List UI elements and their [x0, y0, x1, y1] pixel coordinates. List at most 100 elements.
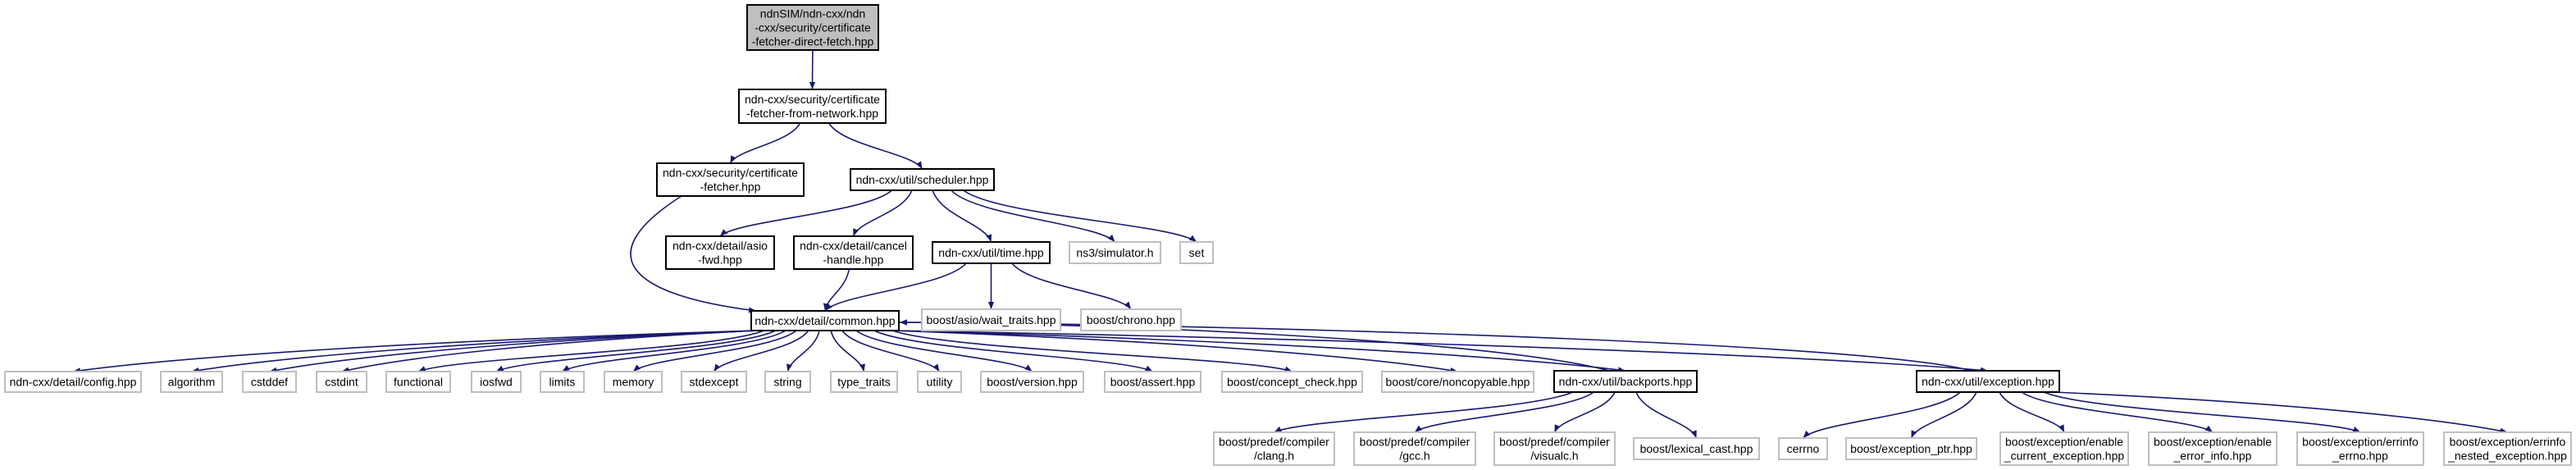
arrow-icon	[1999, 391, 2065, 433]
node-box	[1104, 371, 1201, 393]
arrow-icon	[417, 330, 764, 372]
node-fetcher[interactable]: ndn-cxx/security/certificate-fetcher.hpp	[656, 162, 805, 197]
arrow-icon	[951, 189, 1116, 243]
node-box	[385, 371, 451, 393]
node-time[interactable]: ndn-cxx/util/time.hpp	[932, 241, 1051, 264]
node-label-line: _error_info.hpp	[2173, 449, 2252, 463]
node-version: boost/version.hpp	[980, 371, 1084, 393]
node-label-line: set	[1189, 246, 1205, 259]
node-fromnet[interactable]: ndn-cxx/security/certificate-fetcher-fro…	[738, 89, 887, 124]
node-label-line: boost/exception/errinfo	[2450, 436, 2566, 449]
arrow-icon	[72, 330, 759, 374]
arrow-icon	[1011, 262, 1132, 310]
arrow-icon	[852, 189, 913, 237]
node-root[interactable]: ndnSIM/ndn-cxx/ndn-cxx/security/certific…	[746, 4, 879, 51]
node-box	[1080, 308, 1182, 331]
node-typetraits: type_traits	[830, 371, 898, 393]
edge-common-to-typetraits	[830, 330, 865, 372]
node-scheduler[interactable]: ndn-cxx/util/scheduler.hpp	[850, 168, 995, 191]
node-label-line: -fetcher-direct-fetch.hpp	[752, 35, 874, 48]
node-box	[917, 371, 962, 393]
node-label-line: /visualc.h	[1530, 449, 1578, 463]
node-label-line: ndn-cxx/detail/common.hpp	[755, 314, 895, 327]
edge-backports-to-gcc	[1414, 391, 1594, 433]
arrow-icon	[824, 262, 967, 312]
node-algorithm: algorithm	[160, 371, 223, 393]
node-box	[1179, 241, 1214, 264]
node-cancel[interactable]: ndn-cxx/detail/cancel-handle.hpp	[793, 235, 914, 270]
node-label-line: _current_exception.hpp	[2004, 449, 2125, 463]
node-box	[980, 371, 1084, 393]
arrow-icon	[1802, 391, 1961, 439]
edge-backports-to-visualc	[1553, 391, 1616, 433]
arrow-icon	[632, 330, 797, 372]
node-box	[1845, 437, 1977, 460]
arrow-icon	[341, 330, 759, 373]
node-label-line: boost/asio/wait_traits.hpp	[927, 313, 1056, 326]
edge-common-to-stdexcept	[713, 330, 809, 372]
edge-scheduler-to-set	[963, 189, 1197, 243]
arrow-icon	[191, 330, 759, 374]
arrow-icon	[1414, 391, 1594, 433]
node-backports[interactable]: ndn-cxx/util/backports.hpp	[1553, 370, 1698, 393]
node-box	[1633, 437, 1760, 460]
edge-fromnet-to-fetcher	[729, 122, 801, 164]
arrow-icon	[830, 330, 865, 372]
node-exception[interactable]: ndn-cxx/util/exception.hpp	[1916, 370, 2060, 393]
node-cerrno: cerrno	[1778, 437, 1828, 460]
arrow-icon	[1635, 391, 1698, 439]
node-box	[242, 371, 297, 393]
node-set: set	[1179, 241, 1214, 264]
edge-backports-to-clang	[1274, 391, 1574, 433]
node-cstddef: cstddef	[242, 371, 297, 393]
node-label-line: -fetcher.hpp	[700, 180, 761, 194]
edge-fromnet-to-scheduler	[828, 122, 923, 170]
node-label-line: cstdint	[325, 376, 358, 389]
node-label-line: ndn-cxx/util/scheduler.hpp	[856, 173, 989, 186]
edge-backports-to-lexicalcast	[1635, 391, 1698, 439]
arrow-icon	[713, 330, 809, 372]
edge-time-to-chrono	[1011, 262, 1132, 310]
node-box	[764, 371, 811, 393]
node-common[interactable]: ndn-cxx/detail/common.hpp	[750, 310, 900, 331]
edge-common-to-assert	[873, 330, 1153, 372]
node-label-line: string	[773, 376, 801, 389]
arrow-icon	[786, 330, 820, 372]
arrow-icon	[855, 330, 1033, 372]
node-box	[656, 162, 805, 197]
node-asiofwd[interactable]: ndn-cxx/detail/asio-fwd.hpp	[665, 235, 775, 270]
node-box	[540, 371, 585, 393]
node-errinfoerrno: boost/exception/errinfo_errno.hpp	[2296, 431, 2424, 466]
node-clang: boost/predef/compiler/clang.h	[1213, 431, 1335, 466]
edge-common-to-algorithm	[191, 330, 759, 374]
edge-common-to-iosfwd	[495, 330, 777, 372]
edge-scheduler-to-cancel	[852, 189, 913, 237]
edge-common-to-cstddef	[269, 330, 759, 373]
arrow-icon	[873, 330, 1153, 372]
node-label-line: /clang.h	[1254, 449, 1294, 463]
node-label-line: functional	[394, 376, 443, 389]
arrow-icon	[630, 195, 757, 313]
arrow-icon	[729, 122, 801, 164]
node-box	[604, 371, 663, 393]
edge-common-to-config	[72, 330, 759, 374]
node-box	[2296, 431, 2424, 466]
arrow-icon	[891, 330, 1293, 372]
arrow-icon	[2043, 391, 2361, 433]
node-label-line: boost/exception/enable	[2154, 436, 2272, 449]
node-label-line: -handle.hpp	[823, 253, 884, 267]
node-label-line: ns3/simulator.h	[1076, 246, 1153, 259]
node-box	[746, 4, 879, 51]
node-label-line: -cxx/security/certificate	[755, 21, 871, 34]
node-label-line: boost/version.hpp	[987, 376, 1078, 389]
arrow-icon	[1274, 391, 1574, 433]
node-label-line: ndnSIM/ndn-cxx/ndn	[760, 7, 865, 21]
node-box	[1916, 370, 2060, 393]
node-label-line: boost/core/noncopyable.hpp	[1386, 376, 1530, 389]
arrow-icon	[891, 330, 1626, 373]
node-limits: limits	[540, 371, 585, 393]
node-label-line: boost/exception/enable	[2005, 436, 2123, 449]
edge-exception-to-errinfoerrno	[2043, 391, 2361, 433]
node-box	[1493, 431, 1616, 466]
edge-common-to-string	[786, 330, 820, 372]
